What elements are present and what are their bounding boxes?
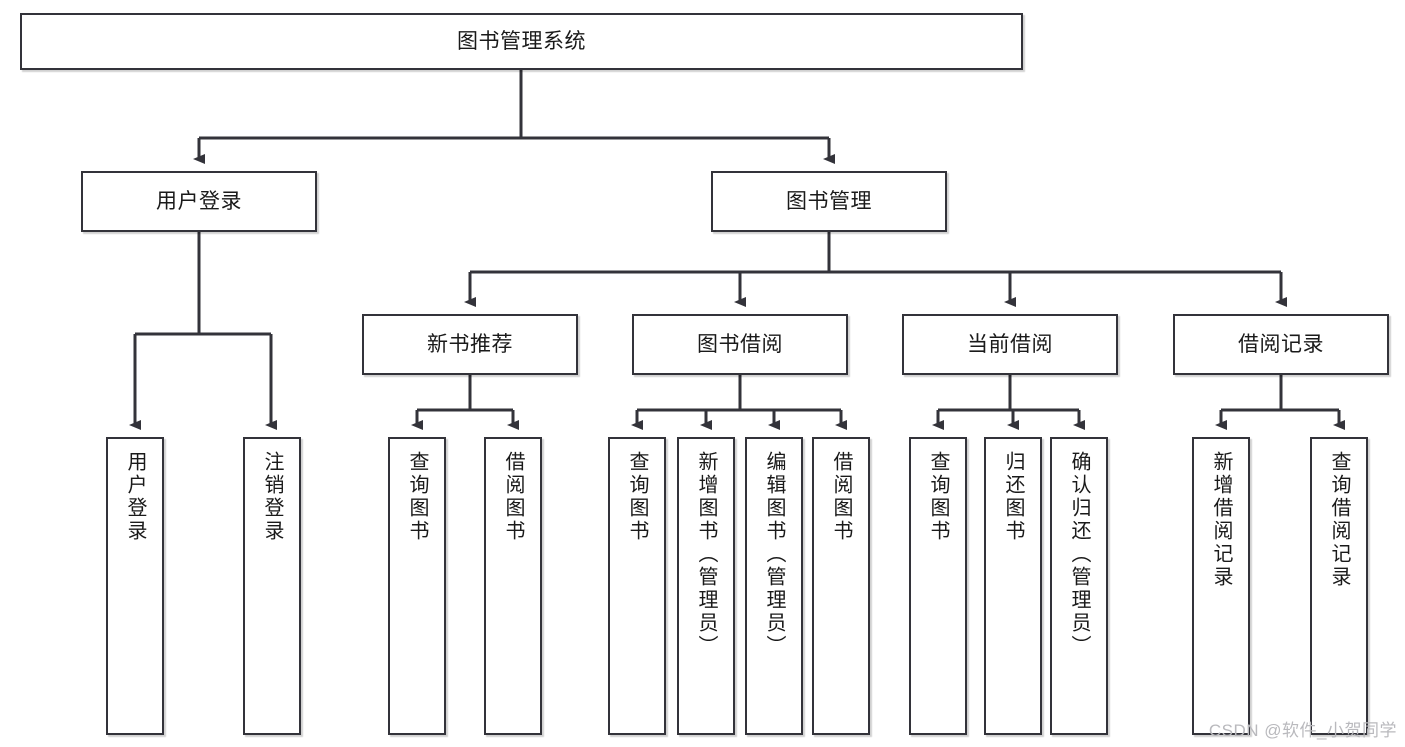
node-label: 当前借阅 xyxy=(967,332,1053,356)
node-leaf-1[interactable]: 注销登录 xyxy=(243,437,301,735)
node-leaf-3[interactable]: 借阅图书 xyxy=(484,437,542,735)
node-label: 查询借阅记录 xyxy=(1328,451,1350,589)
node-leaf-2[interactable]: 查询图书 xyxy=(388,437,446,735)
node-level2-1[interactable]: 图书管理 xyxy=(711,171,947,232)
node-leaf-8[interactable]: 查询图书 xyxy=(909,437,967,735)
node-leaf-12[interactable]: 查询借阅记录 xyxy=(1310,437,1368,735)
node-label: 借阅图书 xyxy=(502,451,524,543)
node-label: 借阅图书 xyxy=(830,451,852,543)
node-label: 新增图书（管理员） xyxy=(695,451,717,658)
node-leaf-11[interactable]: 新增借阅记录 xyxy=(1192,437,1250,735)
node-label: 用户登录 xyxy=(124,451,146,543)
node-label: 图书借阅 xyxy=(697,332,783,356)
node-label: 查询图书 xyxy=(927,451,949,543)
node-leaf-9[interactable]: 归还图书 xyxy=(984,437,1042,735)
node-leaf-0[interactable]: 用户登录 xyxy=(106,437,164,735)
node-label: 图书管理 xyxy=(786,189,872,213)
node-label: 用户登录 xyxy=(156,189,242,213)
node-label: 图书管理系统 xyxy=(457,29,586,53)
node-level3-2[interactable]: 当前借阅 xyxy=(902,314,1118,375)
node-label: 新增借阅记录 xyxy=(1210,451,1232,589)
node-level2-0[interactable]: 用户登录 xyxy=(81,171,317,232)
node-label: 查询图书 xyxy=(626,451,648,543)
node-label: 新书推荐 xyxy=(427,332,513,356)
node-level3-1[interactable]: 图书借阅 xyxy=(632,314,848,375)
node-leaf-4[interactable]: 查询图书 xyxy=(608,437,666,735)
node-root[interactable]: 图书管理系统 xyxy=(20,13,1023,70)
node-label: 借阅记录 xyxy=(1238,332,1324,356)
node-label: 查询图书 xyxy=(406,451,428,543)
node-leaf-5[interactable]: 新增图书（管理员） xyxy=(677,437,735,735)
node-level3-0[interactable]: 新书推荐 xyxy=(362,314,578,375)
node-label: 确认归还（管理员） xyxy=(1068,451,1090,658)
edge-group xyxy=(129,70,1345,430)
node-leaf-6[interactable]: 编辑图书（管理员） xyxy=(745,437,803,735)
node-label: 归还图书 xyxy=(1002,451,1024,543)
node-label: 编辑图书（管理员） xyxy=(763,451,785,658)
node-leaf-10[interactable]: 确认归还（管理员） xyxy=(1050,437,1108,735)
node-leaf-7[interactable]: 借阅图书 xyxy=(812,437,870,735)
node-level3-3[interactable]: 借阅记录 xyxy=(1173,314,1389,375)
node-label: 注销登录 xyxy=(261,451,283,543)
